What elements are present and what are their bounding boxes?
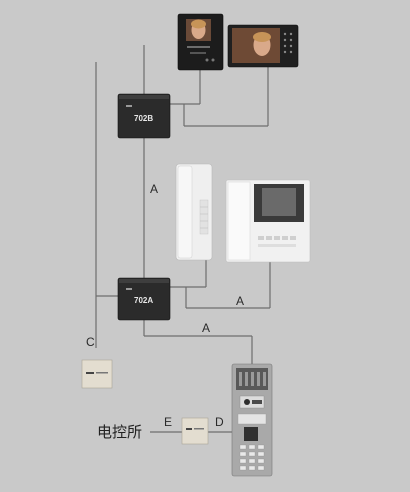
monitor-white-buttons — [258, 236, 296, 247]
indoor-monitor-small — [177, 13, 224, 71]
indoor-monitor-wide — [227, 24, 299, 68]
wire-label-d: D — [215, 415, 224, 429]
monitor-keypad — [283, 32, 293, 54]
power-supply-lock — [181, 417, 209, 445]
distributor-702b: 702B — [117, 93, 171, 139]
distributor-702b-label: 702B — [134, 114, 153, 123]
door-station-keypad — [239, 444, 265, 471]
wire-label-c: C — [86, 335, 95, 349]
wiring — [95, 45, 271, 433]
wire-label-a-lower: A — [202, 321, 210, 335]
power-supply-c — [81, 359, 113, 389]
power-station-label: 电控所 — [97, 423, 142, 441]
audio-handset-unit — [175, 163, 213, 261]
wire-label-a-mid: A — [150, 182, 158, 196]
wire-label-a-right: A — [236, 294, 244, 308]
wire-label-e: E — [164, 415, 172, 429]
outdoor-door-station — [231, 363, 273, 477]
distributor-702a: 702A — [117, 277, 171, 321]
distributor-702a-label: 702A — [134, 296, 153, 305]
indoor-monitor-white — [225, 179, 311, 263]
